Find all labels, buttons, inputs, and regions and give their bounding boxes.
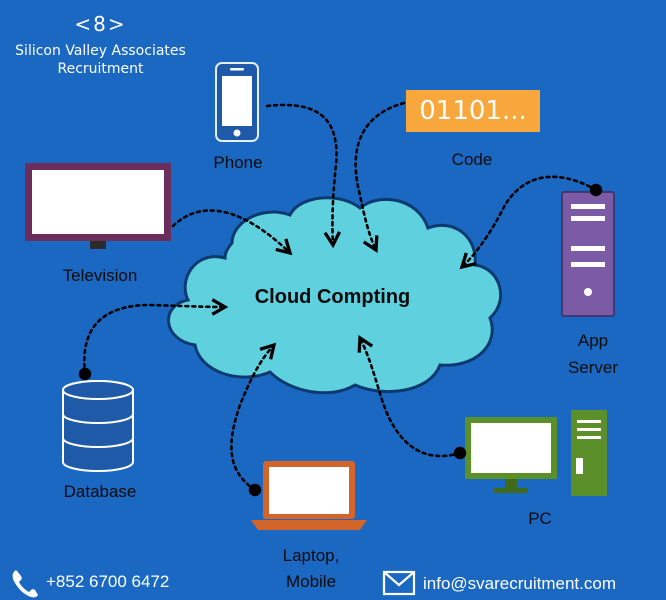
database-icon (62, 380, 134, 472)
connector-television (171, 209, 293, 256)
brand-block: <8> Silicon Valley Associates Recruitmen… (8, 12, 193, 78)
label-phone: Phone (213, 153, 263, 172)
phone-icon (215, 62, 259, 142)
code-box (406, 90, 540, 132)
footer-phone[interactable]: +852 6700 6472 (46, 572, 170, 591)
pc-icon (465, 410, 607, 496)
connector-database (78, 298, 229, 381)
connector-laptop (230, 342, 277, 497)
connector-app-server (459, 175, 603, 270)
connectors (78, 101, 603, 497)
label-database: Database (63, 482, 137, 501)
label-pc: PC (528, 509, 552, 528)
label-laptop-line1: Laptop, (282, 546, 340, 565)
brand-name-line1: Silicon Valley Associates (15, 43, 186, 59)
label-laptop-line2: Mobile (285, 572, 337, 591)
brand-name-line2: Recruitment (57, 61, 144, 77)
label-app-server-line2: Server (567, 358, 619, 377)
brand-logo-icon: <8> (74, 12, 127, 36)
phone-handset-icon (12, 570, 38, 598)
connector-pc (357, 335, 467, 460)
television-icon (25, 163, 171, 249)
mail-icon (382, 570, 416, 596)
label-television: Television (62, 266, 138, 285)
cloud-title: Cloud Compting (254, 286, 411, 308)
server-icon (561, 191, 615, 317)
connector-phone (265, 103, 341, 249)
connector-code (354, 101, 406, 253)
laptop-icon (251, 461, 367, 530)
code-display: 01101... (419, 96, 527, 126)
label-app-server-line1: App (577, 331, 609, 350)
footer-email[interactable]: info@svarecruitment.com (423, 574, 616, 593)
label-code: Code (451, 150, 493, 169)
